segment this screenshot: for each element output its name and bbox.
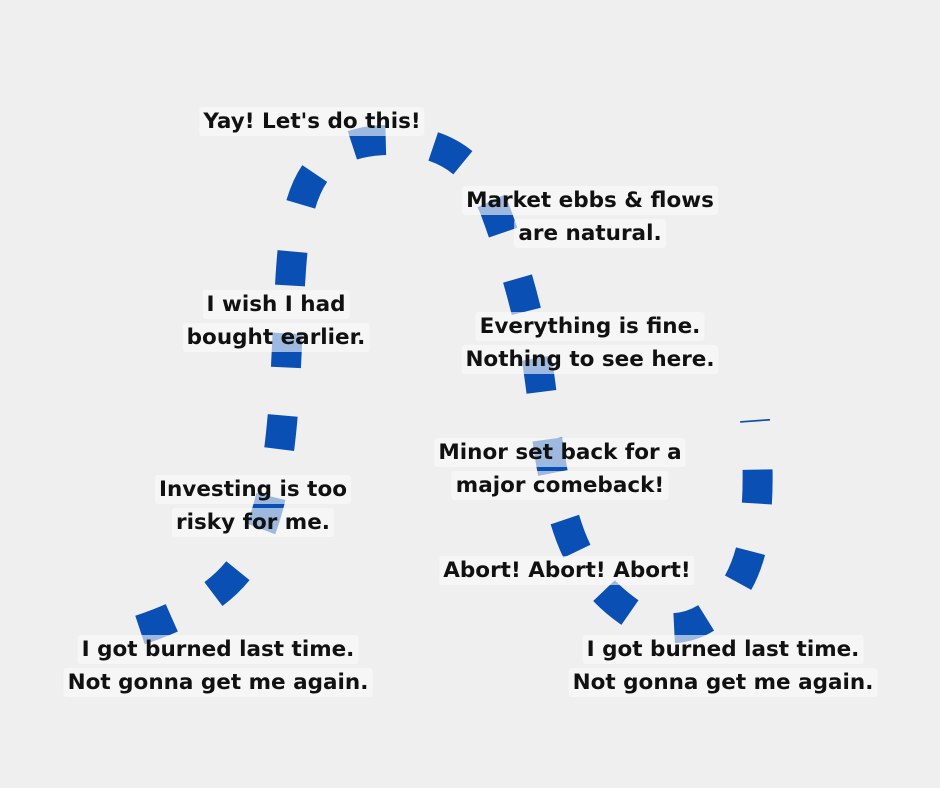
label-burned-left-line-2: Not gonna get me again. bbox=[63, 668, 373, 697]
label-burned-left: I got burned last time. Not gonna get me… bbox=[63, 633, 373, 699]
label-fine-line-2: Nothing to see here. bbox=[461, 345, 719, 374]
label-burned-right-line-1: I got burned last time. bbox=[582, 635, 864, 664]
label-burned-right-line-2: Not gonna get me again. bbox=[568, 668, 878, 697]
label-abort: Abort! Abort! Abort! bbox=[439, 554, 695, 587]
label-risky-line-1: Investing is too bbox=[155, 475, 351, 504]
label-abort-line-1: Abort! Abort! Abort! bbox=[439, 556, 695, 585]
label-risky: Investing is too risky for me. bbox=[155, 473, 351, 539]
cycle-path-line bbox=[135, 124, 773, 645]
label-setback: Minor set back for a major comeback! bbox=[434, 436, 686, 502]
label-burned-right: I got burned last time. Not gonna get me… bbox=[568, 633, 878, 699]
label-ebbs-line-1: Market ebbs & flows bbox=[462, 186, 718, 215]
label-ebbs-line-2: are natural. bbox=[514, 219, 666, 248]
label-wish: I wish I had bought earlier. bbox=[182, 288, 370, 354]
label-fine: Everything is fine. Nothing to see here. bbox=[461, 310, 719, 376]
label-risky-line-2: risky for me. bbox=[172, 508, 334, 537]
label-peak: Yay! Let's do this! bbox=[199, 105, 425, 138]
label-wish-line-2: bought earlier. bbox=[182, 323, 370, 352]
label-wish-line-1: I wish I had bbox=[202, 290, 350, 319]
label-setback-line-2: major comeback! bbox=[451, 471, 669, 500]
label-burned-left-line-1: I got burned last time. bbox=[77, 635, 359, 664]
label-setback-line-1: Minor set back for a bbox=[434, 438, 686, 467]
label-ebbs: Market ebbs & flows are natural. bbox=[462, 184, 718, 250]
label-fine-line-1: Everything is fine. bbox=[475, 312, 705, 341]
label-peak-line-1: Yay! Let's do this! bbox=[199, 107, 425, 136]
